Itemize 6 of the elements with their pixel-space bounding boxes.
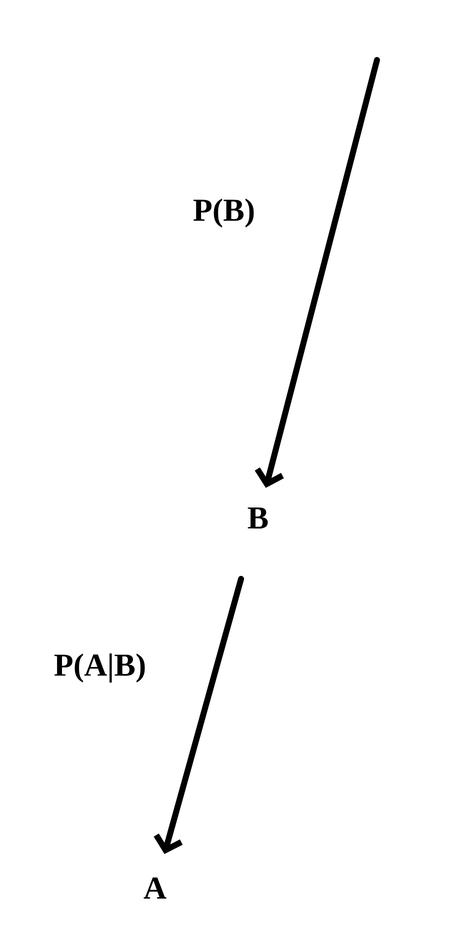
edge-label: P(A|B) xyxy=(52,652,148,684)
arrow xyxy=(154,576,244,854)
node-label: A xyxy=(144,877,166,899)
node-label: B xyxy=(248,507,268,529)
arrow xyxy=(254,57,380,488)
edge-label: P(B) xyxy=(192,198,256,229)
